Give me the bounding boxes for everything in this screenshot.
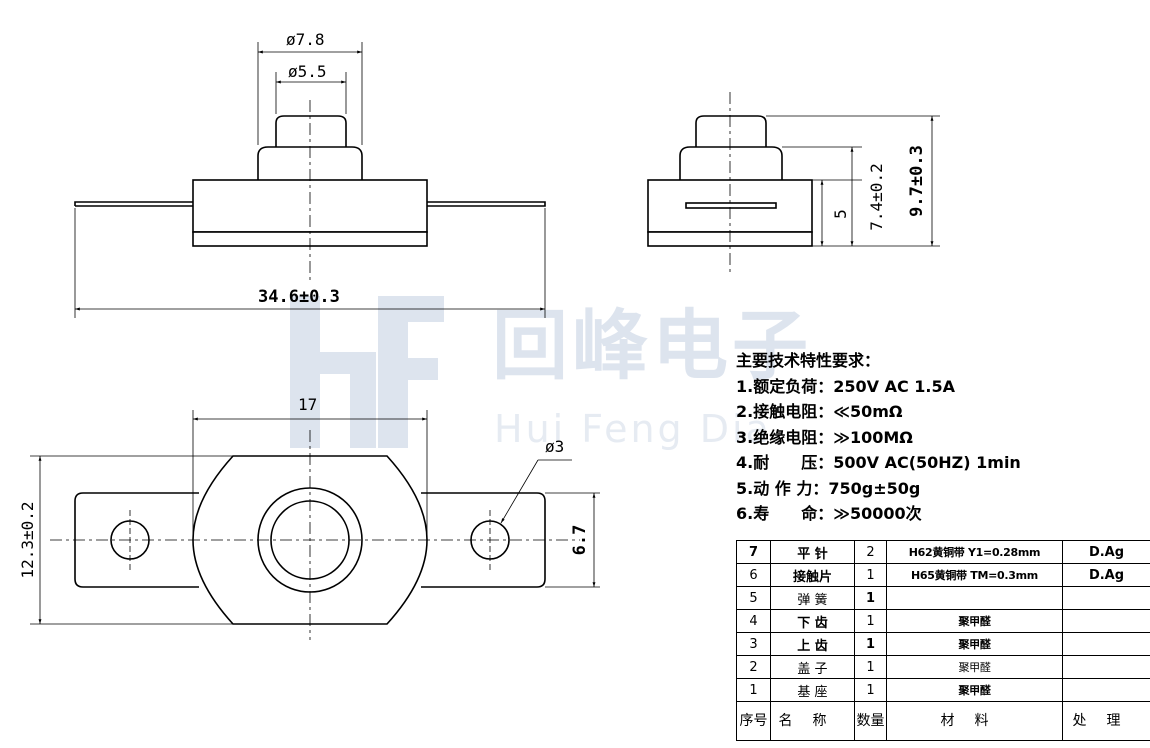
cell-name: 盖 子 (770, 655, 855, 679)
dim-width-34-6: 34.6±0.3 (258, 287, 340, 307)
cell-name: 接触片 (770, 563, 855, 587)
cell-name: 平 针 (770, 540, 855, 564)
cell-treatment (1062, 586, 1150, 610)
cell-material: 聚甲醛 (886, 632, 1063, 656)
watermark-logo (290, 296, 444, 448)
table-row: 4 下 齿 1 聚甲醛 (736, 609, 1150, 633)
table-row: 7 平 针 2 H62黄铜带 Y1=0.28mm D.Ag (736, 540, 1150, 564)
header-name: 名称 (770, 701, 855, 741)
dim-diameter-3: ø3 (545, 437, 564, 456)
spec-item: 2.接触电阻：≪50mΩ (736, 402, 903, 421)
cell-name: 基 座 (770, 678, 855, 702)
cell-qty: 1 (854, 586, 887, 610)
cell-no: 2 (736, 655, 771, 679)
cell-material: 聚甲醛 (886, 609, 1063, 633)
header-qty: 数量 (854, 701, 887, 741)
table-header-row: 序号 名称 数量 材料 处理 (736, 701, 1150, 741)
cell-no: 3 (736, 632, 771, 656)
table-row: 3 上 齿 1 聚甲醛 (736, 632, 1150, 656)
cell-qty: 1 (854, 609, 887, 633)
dim-diameter-7-8: ø7.8 (286, 30, 325, 49)
cell-no: 5 (736, 586, 771, 610)
cell-treatment (1062, 678, 1150, 702)
table-row: 2 盖 子 1 聚甲醛 (736, 655, 1150, 679)
spec-item: 4.耐 压：500V AC(50HZ) 1min (736, 453, 1021, 472)
cell-no: 4 (736, 609, 771, 633)
watermark-pinyin: Hui Feng Dia (494, 407, 772, 451)
table-row: 5 弹 簧 1 (736, 586, 1150, 610)
dim-width-17: 17 (298, 395, 317, 414)
dim-height-7-4: 7.4±0.2 (867, 163, 886, 230)
dim-height-12-3: 12.3±0.2 (18, 501, 37, 578)
cell-treatment: D.Ag (1062, 563, 1150, 587)
side-view (647, 115, 813, 247)
dim-height-5: 5 (831, 209, 850, 219)
bill-of-materials: 7 平 针 2 H62黄铜带 Y1=0.28mm D.Ag 6 接触片 1 H6… (736, 540, 1150, 741)
watermark: 回峰电子 Hui Feng Dia (290, 296, 808, 451)
table-row: 6 接触片 1 H65黄铜带 TM=0.3mm D.Ag (736, 563, 1150, 587)
technical-requirements: 主要技术特性要求： 1.额定负荷：250V AC 1.5A 2.接触电阻：≪50… (736, 348, 1021, 527)
cell-qty: 2 (854, 540, 887, 564)
cell-material: H65黄铜带 TM=0.3mm (886, 563, 1063, 587)
cell-treatment: D.Ag (1062, 540, 1150, 564)
cell-no: 7 (736, 540, 771, 564)
spec-item: 5.动 作 力：750g±50g (736, 478, 921, 498)
cell-material: 聚甲醛 (886, 655, 1063, 679)
header-treatment: 处理 (1062, 701, 1150, 741)
dim-diameter-5-5: ø5.5 (288, 62, 327, 81)
spec-item: 1.额定负荷：250V AC 1.5A (736, 376, 955, 396)
cell-no: 6 (736, 563, 771, 587)
cell-material (886, 586, 1063, 610)
cell-qty: 1 (854, 655, 887, 679)
cell-name: 下 齿 (770, 609, 855, 633)
spec-item: 6.寿 命：≫50000次 (736, 504, 922, 523)
table-row: 1 基 座 1 聚甲醛 (736, 678, 1150, 702)
cell-no: 1 (736, 678, 771, 702)
dim-height-6-7: 6.7 (570, 525, 590, 556)
cell-treatment (1062, 609, 1150, 633)
cell-name: 弹 簧 (770, 586, 855, 610)
specs-title: 主要技术特性要求： (736, 351, 881, 370)
header-material: 材料 (886, 701, 1063, 741)
cell-qty: 1 (854, 563, 887, 587)
cell-qty: 1 (854, 632, 887, 656)
cell-material: 聚甲醛 (886, 678, 1063, 702)
cell-treatment (1062, 655, 1150, 679)
cell-name: 上 齿 (770, 632, 855, 656)
spec-item: 3.绝缘电阻：≫100MΩ (736, 427, 913, 447)
dim-height-9-7: 9.7±0.3 (907, 145, 927, 217)
cell-material: H62黄铜带 Y1=0.28mm (886, 540, 1063, 564)
cell-qty: 1 (854, 678, 887, 702)
header-no: 序号 (736, 701, 771, 741)
cell-treatment (1062, 632, 1150, 656)
